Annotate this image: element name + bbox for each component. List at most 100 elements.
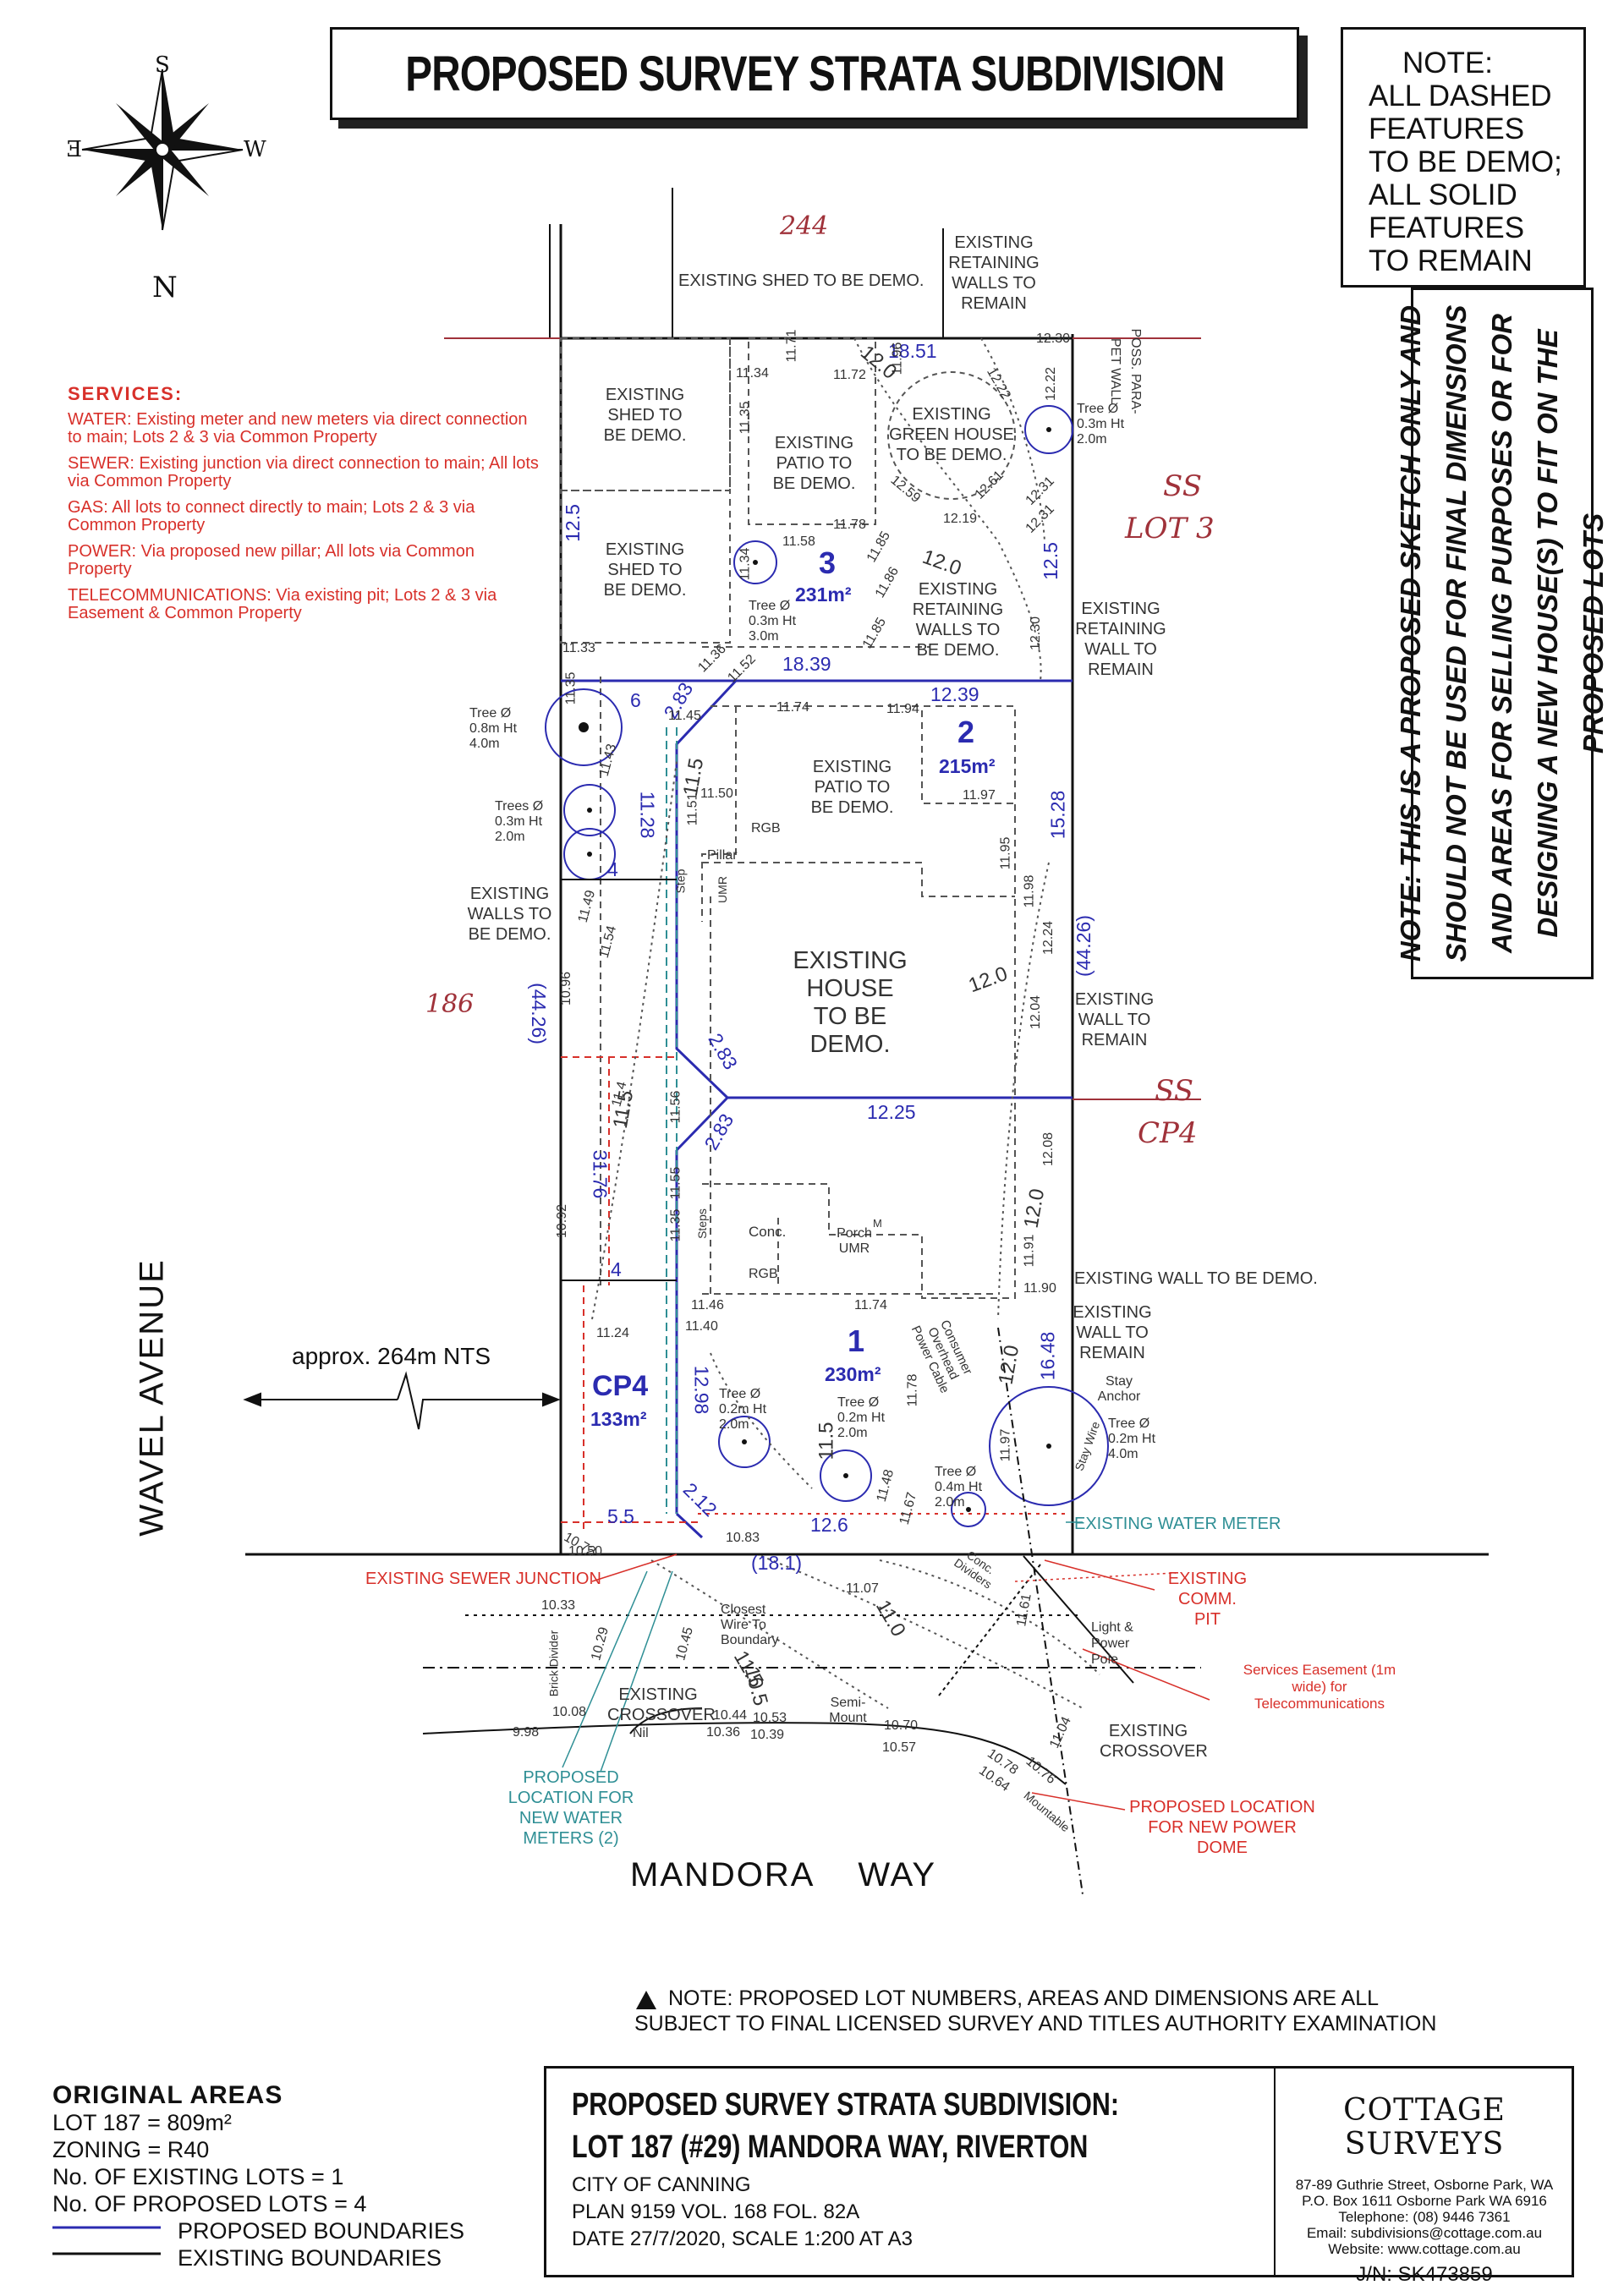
spot-level: 11.78: [833, 518, 866, 532]
note-line: ALL SOLID: [1369, 178, 1517, 211]
page-title: PROPOSED SURVEY STRATA SUBDIVISION: [404, 46, 1225, 101]
original-areas-line: No. OF PROPOSED LOTS = 4: [52, 2191, 367, 2217]
feature-label: Tree Ø 0.2m Ht 4.0m: [1108, 1417, 1156, 1461]
spot-level: 11.74: [776, 700, 809, 715]
bottom-note-line: SUBJECT TO FINAL LICENSED SURVEY AND TIT…: [634, 2012, 1437, 2036]
spot-level: 12.19: [943, 512, 978, 526]
dimension-label: 12.25: [867, 1101, 916, 1123]
feature-label: EXISTING WATER METER: [1074, 1515, 1281, 1533]
feature-label: EXISTING SHED TO BE DEMO.: [678, 271, 924, 290]
legend-existing: EXISTING BOUNDARIES: [178, 2245, 442, 2271]
dimension-label: (44.26): [1072, 915, 1095, 977]
feature-label: PROPOSED LOCATION FOR NEW POWER DOME: [1129, 1798, 1315, 1857]
original-areas-line: No. OF EXISTING LOTS = 1: [52, 2164, 344, 2189]
spot-level: 12.08: [1041, 1132, 1056, 1167]
spot-level: 12.22: [1044, 366, 1059, 402]
spot-level: 11.34: [736, 366, 769, 381]
feature-label: EXISTING RETAINING WALLS TO BE DEMO.: [912, 580, 1004, 660]
spot-level: 11.35: [668, 1208, 683, 1242]
spot-level: 11.71: [784, 329, 799, 363]
spot-level: 11.91: [1022, 1234, 1037, 1268]
spot-level: 12.04: [1029, 995, 1044, 1030]
feature-label: Pillar: [707, 848, 738, 863]
approx-distance: approx. 264m NTS: [292, 1343, 491, 1369]
dimension-label: (44.26): [527, 983, 550, 1044]
spot-level: 11.45: [668, 709, 701, 723]
dimension-label: 12.39: [930, 683, 979, 705]
compass-e: E: [66, 137, 82, 162]
spot-level: 10.83: [726, 1531, 760, 1545]
job-number: J/N: SK473859: [1356, 2263, 1493, 2286]
services-item: TELECOMMUNICATIONS: Via existing pit; Lo…: [68, 586, 497, 622]
spot-level: 10.50: [568, 1544, 603, 1559]
feature-label: Nil: [633, 1726, 649, 1740]
note-line: FEATURES: [1369, 112, 1525, 145]
feature-label: EXISTING SEWER JUNCTION: [365, 1570, 601, 1588]
dimension-label: (18.1): [751, 1552, 803, 1574]
lot-area: 231m²: [795, 584, 852, 606]
spot-level: 11.78: [905, 1373, 920, 1407]
house-label: EXISTING HOUSE TO BE DEMO.: [793, 947, 908, 1058]
spot-level: 11.97: [998, 1428, 1013, 1462]
spot-level: 11.40: [685, 1319, 718, 1334]
feature-label: Conc.: [749, 1224, 787, 1240]
feature-label: EXISTING PATIO TO BE DEMO.: [772, 434, 856, 493]
bottom-note: NOTE: PROPOSED LOT NUMBERS, AREAS AND DI…: [634, 1986, 1436, 2036]
spot-level: 11.55: [668, 1166, 683, 1200]
leaders: [591, 1553, 1210, 1811]
feature-label: EXISTING RETAINING WALL TO REMAIN: [1075, 600, 1166, 679]
feature-label: EXISTING SHED TO BE DEMO.: [603, 386, 687, 445]
spot-level: 12.30: [1029, 616, 1044, 651]
spot-level: 10.96: [559, 971, 574, 1006]
company-phone: Telephone: (08) 9446 7361: [1338, 2209, 1511, 2225]
neighbour-244: 244: [780, 211, 829, 241]
dimension-label: 31.76: [589, 1149, 612, 1199]
feature-label: EXISTING GREEN HOUSE TO BE DEMO.: [889, 405, 1014, 464]
tree-canopies: [545, 371, 1109, 1527]
warning-icon: [636, 1991, 656, 2009]
compass-s: S: [155, 52, 170, 78]
spot-level: 10.53: [753, 1711, 787, 1725]
note-line: NOTE:: [1402, 47, 1493, 79]
spot-level: 11.07: [846, 1581, 879, 1596]
spot-level: 11.33: [562, 641, 595, 655]
lot-area: 230m²: [825, 1363, 881, 1385]
feature-label: Steps: [694, 1208, 709, 1239]
spot-level: 11.35: [563, 671, 579, 705]
lot-area: 133m²: [590, 1408, 647, 1430]
dimension-label: 4: [607, 858, 618, 880]
dimension-label: 16.48: [1036, 1331, 1059, 1381]
ss-label: SS: [1163, 469, 1202, 503]
ss-label: SS: [1155, 1074, 1193, 1108]
feature-label: Porch UMR: [837, 1226, 872, 1256]
feature-label: EXISTING CROSSOVER: [1100, 1722, 1208, 1761]
services-item: SEWER: Existing junction via direct conn…: [68, 454, 539, 490]
dimension-label: 18.39: [782, 653, 831, 675]
compass-rose-icon: [81, 68, 244, 231]
dimension-label: 12.98: [690, 1365, 713, 1415]
note-line: ALL DASHED: [1369, 79, 1552, 112]
spot-level: 10.33: [541, 1598, 576, 1613]
title-block-details: PROPOSED SURVEY STRATA SUBDIVISION: LOT …: [572, 2084, 1256, 2253]
title-block-line4: PLAN 9159 VOL. 168 FOL. 82A: [572, 2200, 860, 2223]
spot-level: 11.90: [1023, 1281, 1056, 1296]
company-address: 87-89 Guthrie Street, Osborne Park, WA: [1295, 2177, 1554, 2193]
spot-level: 10.39: [750, 1728, 785, 1742]
compass-w: W: [244, 137, 266, 162]
note-box: NOTE: ALL DASHED FEATURES TO BE DEMO; AL…: [1341, 27, 1586, 288]
feature-label: Tree Ø 0.3m Ht 3.0m: [749, 599, 797, 644]
lot-area: 215m²: [939, 755, 996, 777]
services-list: SERVICES: WATER: Existing meter and new …: [68, 385, 541, 631]
feature-label: Semi-Mount: [829, 1696, 867, 1725]
spot-level: 10.08: [552, 1705, 587, 1719]
spot-level: 11.34: [738, 547, 753, 581]
feature-label: Services Easement (1m wide) for Telecomm…: [1243, 1662, 1396, 1712]
company-block: COTTAGE SURVEYS 87-89 Guthrie Street, Os…: [1274, 2069, 1573, 2286]
dimension-label: 12.5: [1039, 542, 1062, 580]
title-block-line3: CITY OF CANNING: [572, 2173, 751, 2196]
services-item: WATER: Existing meter and new meters via…: [68, 410, 528, 447]
feature-label: Closest Wire To Boundary: [721, 1603, 779, 1647]
vertical-note-box: NOTE: THIS IS A PROPOSED SKETCH ONLY AND…: [1395, 288, 1609, 979]
dimension-label: 11.28: [636, 791, 659, 839]
feature-label: RGB: [751, 821, 781, 836]
